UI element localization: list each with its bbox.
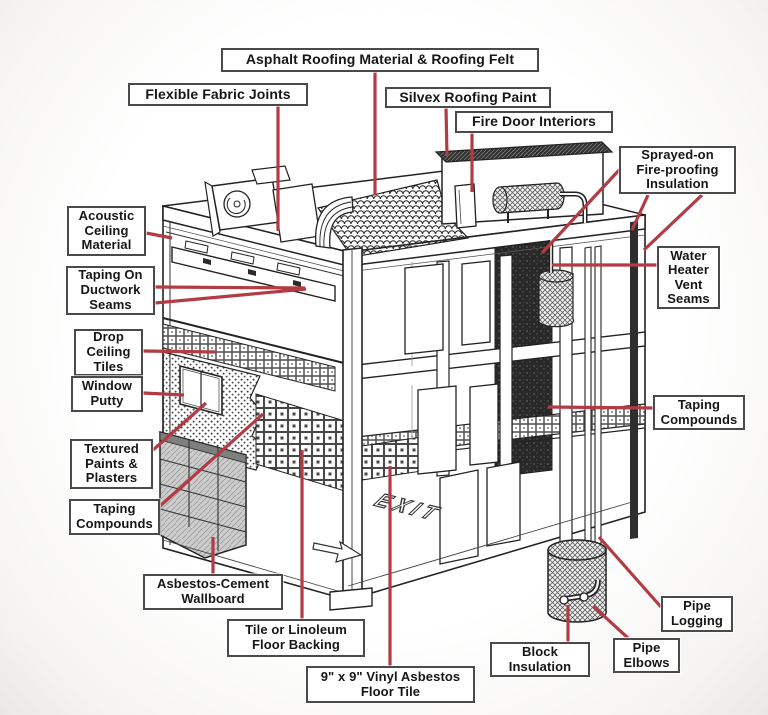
label-acoustic-ceiling-material: Acoustic Ceiling Material	[67, 206, 146, 256]
left-face-interior	[159, 231, 349, 595]
interior-doors-middle	[417, 383, 499, 475]
label-window-putty: Window Putty	[71, 376, 143, 412]
label-taping-on-ductwork-seams: Taping On Ductwork Seams	[66, 266, 155, 315]
rooftop-duct-box	[272, 183, 321, 243]
label-water-heater-vent-seams: Water Heater Vent Seams	[657, 246, 720, 309]
acoustic-ceiling-panels	[165, 231, 345, 277]
label-fire-door-interiors: Fire Door Interiors	[455, 111, 613, 133]
interior-doors-upper	[404, 260, 491, 355]
horizontal-tank	[492, 182, 565, 223]
label-textured-paints-plasters: Textured Paints & Plasters	[70, 439, 153, 489]
line-pipe-elbows	[591, 604, 630, 640]
label-silvex-roofing-paint: Silvex Roofing Paint	[385, 87, 551, 108]
line-acoustic	[145, 231, 173, 240]
corner-column	[329, 247, 373, 611]
exit-arrow	[312, 540, 363, 563]
rooftop-ahu-unit	[204, 165, 291, 237]
line-textured	[151, 401, 208, 452]
line-taping-right	[547, 405, 654, 410]
interior-doors-ground	[439, 461, 521, 565]
line-drop-ceiling	[142, 349, 217, 354]
block-wall-stack	[159, 431, 247, 559]
label-tile-or-linoleum-floor-backing: Tile or Linoleum Floor Backing	[227, 619, 365, 657]
label-pipe-logging: Pipe Logging	[661, 596, 733, 632]
line-ductwork-2	[154, 287, 307, 305]
right-face-interior: EXIT	[312, 221, 646, 623]
roof-penthouse	[434, 141, 614, 229]
callout-lines	[142, 71, 704, 666]
line-sprayed-c	[642, 193, 704, 252]
line-silvex	[444, 106, 449, 157]
label-flexible-fabric-joints: Flexible Fabric Joints	[128, 83, 308, 106]
line-ductwork-1	[154, 285, 306, 290]
label-vinyl-asbestos-floor-tile: 9" x 9" Vinyl Asbestos Floor Tile	[306, 666, 475, 703]
penthouse-roof-hatched	[434, 141, 614, 163]
line-sprayed-b	[630, 194, 650, 231]
line-taping-left	[158, 412, 265, 508]
label-asbestos-cement-wallboard: Asbestos-Cement Wallboard	[143, 574, 283, 610]
label-pipe-elbows: Pipe Elbows	[613, 638, 680, 673]
curved-duct	[315, 196, 354, 249]
window	[179, 364, 223, 417]
pipe-elbow-cluster	[559, 579, 601, 605]
label-taping-compounds-left: Taping Compounds	[69, 499, 160, 535]
label-taping-compounds-right: Taping Compounds	[653, 395, 745, 430]
line-sprayed-a	[540, 166, 623, 255]
line-window-putty	[142, 391, 185, 397]
label-sprayed-on-fireproofing: Sprayed-on Fire-proofing Insulation	[619, 146, 736, 194]
label-asphalt-roofing: Asphalt Roofing Material & Roofing Felt	[221, 48, 539, 72]
drop-ceiling-tile-band	[162, 323, 336, 392]
label-block-insulation: Block Insulation	[490, 642, 590, 677]
water-heater-ground	[547, 539, 607, 623]
line-pipe-logging	[597, 535, 663, 609]
roof	[162, 141, 646, 273]
label-drop-ceiling-tiles: Drop Ceiling Tiles	[74, 329, 143, 376]
